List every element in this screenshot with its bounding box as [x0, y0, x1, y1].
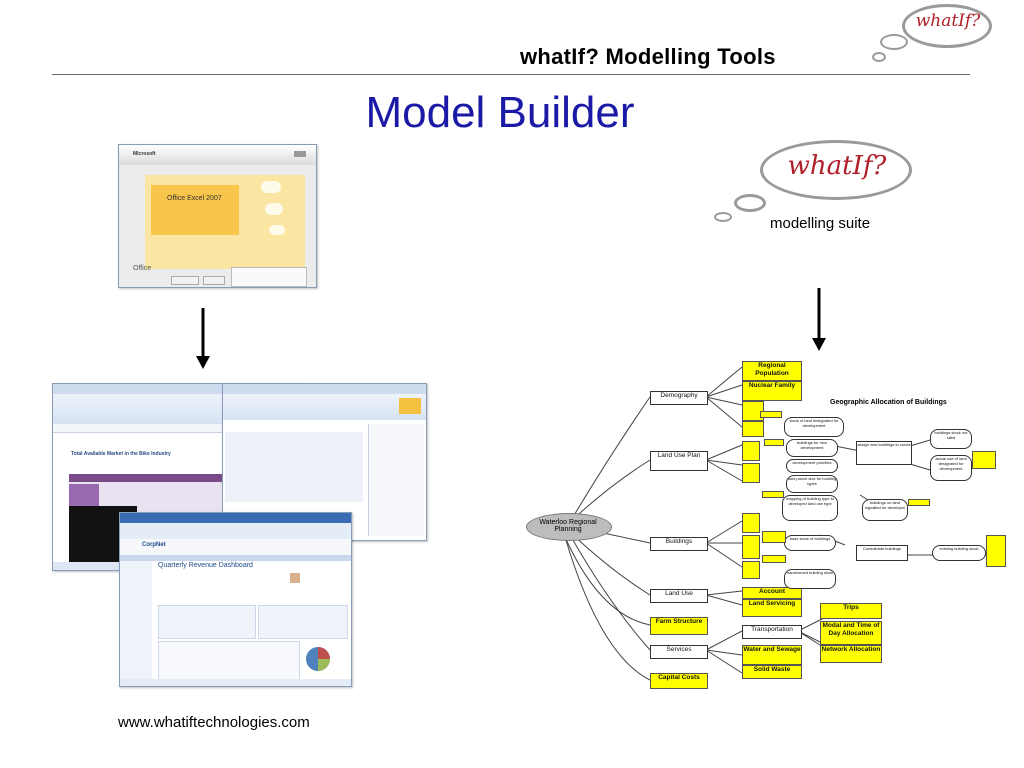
workbook-table-header — [69, 474, 239, 482]
header-title: whatIf? Modelling Tools — [520, 44, 776, 69]
dashboard-app-name: CorpNet — [142, 542, 166, 548]
node-water-sewage: Water and Sewage — [742, 645, 802, 665]
dashboard-screenshot: CorpNet Quarterly Revenue Dashboard — [119, 512, 352, 687]
node-yellow-g — [742, 561, 760, 579]
tag-4 — [908, 499, 930, 506]
logo-cloud-bubble-small — [872, 52, 886, 62]
dashboard-panel-left — [158, 605, 256, 639]
splash-icon-a — [261, 181, 281, 193]
logo-cloud-main — [902, 4, 992, 48]
splash-office-logo: Office — [133, 265, 152, 272]
tag-5 — [972, 451, 996, 469]
excel-product-name: Office Excel 2007 — [167, 195, 222, 202]
node-farm-structure: Farm Structure — [650, 617, 708, 635]
logo-cloud-bubble-large — [880, 34, 908, 50]
tag-7 — [762, 531, 786, 543]
hub-label: Waterloo Regional Planning — [539, 519, 597, 533]
flow-buildings-signalled: buildings on land signalled for developm — [862, 499, 908, 521]
dashboard-title: Quarterly Revenue Dashboard — [158, 562, 253, 569]
node-yellow-d — [742, 463, 760, 483]
tag-1 — [760, 411, 782, 418]
node-network-allocation: Network Allocation — [820, 645, 882, 663]
suite-logo-text: whatIf? — [787, 151, 887, 181]
flow-development-priorities: development priorities — [786, 459, 838, 473]
splash-button-2 — [203, 276, 225, 285]
node-yellow-f — [742, 535, 760, 559]
node-modal-time-of-day: Modal and Time of Day Allocation — [820, 621, 882, 645]
tag-2 — [764, 439, 784, 446]
node-nuclear-family: Nuclear Family — [742, 381, 802, 401]
flow-stock-not-sited: buildings stock not sited — [930, 429, 972, 449]
node-land-servicing: Land Servicing — [742, 599, 802, 617]
hub-node — [526, 513, 612, 541]
pivot-accent — [399, 398, 421, 414]
suite-bubble-large — [734, 194, 766, 212]
suite-caption: modelling suite — [770, 215, 871, 232]
workbook-sheet-title: Total Available Market in the Bike Indus… — [71, 451, 171, 457]
node-yellow-b — [742, 421, 764, 437]
splash-icon-c — [269, 225, 285, 235]
arrow-down-left — [196, 308, 210, 369]
node-trips: Trips — [820, 603, 882, 619]
suite-logo-cloud — [760, 140, 912, 200]
footer-url[interactable]: www.whatiftechnologies.com — [118, 714, 310, 731]
node-services: Services — [650, 645, 708, 659]
suite-bubble-small — [714, 212, 732, 222]
flow-existing-stock: existing building stock — [932, 545, 986, 561]
node-land-use: Land Use — [650, 589, 708, 603]
splash-brand: Microsoft — [133, 151, 156, 157]
node-regional-population: Regional Population — [742, 361, 802, 381]
pivot-field-list — [368, 424, 424, 536]
excel-splash-screenshot: Microsoft Office Excel 2007 Office — [118, 144, 317, 288]
node-solid-waste: Solid Waste — [742, 665, 802, 679]
flow-land-parcel-size: land parcel size for building types — [786, 475, 838, 493]
header-divider — [52, 74, 970, 75]
dashboard-sidebar — [120, 561, 152, 679]
flow-buildings-new: buildings for new development — [786, 439, 838, 457]
dashboard-avatar — [290, 573, 300, 583]
flow-transformed-stock: transformed building stock — [784, 569, 836, 589]
arrow-down-right — [812, 288, 826, 351]
tag-8 — [762, 555, 786, 563]
header-logo-text: whatIf? — [915, 11, 981, 31]
node-transportation: Transportation — [742, 625, 802, 639]
dashboard-pie-chart — [306, 647, 330, 671]
splash-close-label — [294, 151, 306, 157]
flow-mapping: mapping of building type to developed la… — [782, 495, 838, 521]
node-demography: Demography — [650, 391, 708, 405]
dashboard-table — [158, 641, 300, 681]
node-yellow-c — [742, 441, 760, 461]
node-buildings: Buildings — [650, 537, 708, 551]
flow-assign-buildings: assign new buildings to zones — [856, 441, 912, 465]
header-logo: whatIf? — [872, 4, 1022, 68]
node-capital-costs: Capital Costs — [650, 673, 708, 689]
flow-actual-land-use: actual use of land designated for develo… — [930, 455, 972, 481]
flow-consolidate: Consolidate buildings — [856, 545, 908, 561]
node-yellow-e — [742, 513, 760, 533]
tag-3 — [762, 491, 784, 498]
tag-6 — [986, 535, 1006, 567]
splash-info-box — [231, 267, 307, 287]
node-account: Account — [742, 587, 802, 599]
dashboard-panel-right — [258, 605, 348, 639]
splash-icon-b — [265, 203, 283, 215]
flow-base-stock: base stock of buildings — [784, 535, 836, 551]
splash-card: Office Excel 2007 — [151, 185, 239, 235]
flow-stock-land: stock of land designated for development — [784, 417, 844, 437]
splash-button-1 — [171, 276, 199, 285]
suite-logo: whatIf? modelling suite — [712, 140, 912, 236]
diagram-title: Geographic Allocation of Buildings — [830, 399, 947, 406]
slide-title: Model Builder — [365, 88, 635, 137]
pivot-table — [225, 432, 363, 502]
node-land-use-plan: Land Use Plan — [650, 451, 708, 471]
model-flow-diagram: Waterloo Regional Planning Demography La… — [520, 355, 1020, 695]
